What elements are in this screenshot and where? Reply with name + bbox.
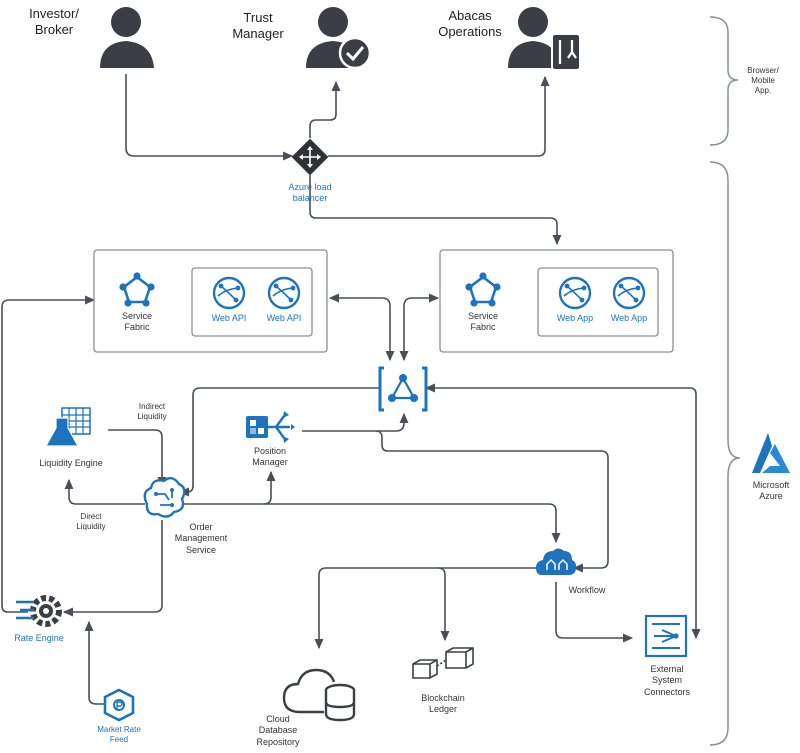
azure-brace xyxy=(709,161,741,746)
edge-feed-to-rate xyxy=(84,620,104,705)
edge-pm-to-hub xyxy=(302,412,409,432)
service-fabric-left-icon xyxy=(119,272,155,307)
service-fabric-right-icon xyxy=(465,272,501,307)
web-app-2-icon xyxy=(612,276,646,310)
edge-oms-to-workflow xyxy=(264,503,561,544)
order-management-icon xyxy=(143,476,186,518)
edge-hub-to-oms xyxy=(178,387,380,497)
edge-oms-to-rate xyxy=(62,520,163,617)
indirect-liquidity-label: Indirect Liquidity xyxy=(137,402,167,421)
cloud-database-icon xyxy=(282,668,356,722)
order-management-label: Order Management Service xyxy=(174,522,228,555)
workflow-icon xyxy=(536,548,577,575)
abacas-ops-label: Abacas Operations xyxy=(438,8,502,40)
blockchain-ledger-label: Blockchain Ledger xyxy=(421,693,465,715)
liquidity-engine-icon xyxy=(44,407,91,447)
client-brace-label: Browser/ Mobile App. xyxy=(747,66,779,95)
abacas-ops-icon xyxy=(508,7,581,71)
microsoft-azure-icon xyxy=(752,433,790,473)
investor-label: Investor/ Broker xyxy=(29,6,79,38)
web-app-1-label: Web App xyxy=(556,313,594,323)
edge-investor-to-lb xyxy=(125,74,294,161)
edge-lb-to-trust xyxy=(309,80,341,138)
workflow-label: Workflow xyxy=(568,585,606,595)
direct-liquidity-label: Direct Liquidity xyxy=(76,512,106,531)
market-rate-feed-icon xyxy=(103,688,135,722)
azure-brace-label: Microsoft Azure xyxy=(752,480,790,502)
edge-rate-to-sf-left xyxy=(1,295,96,613)
trust-manager-label: Trust Manager xyxy=(232,10,284,42)
blockchain-ledger-icon xyxy=(412,647,474,679)
edge-workflow-to-db xyxy=(314,567,538,650)
load-balancer-label: Azure load balancer xyxy=(288,182,332,204)
edge-lb-to-abacas xyxy=(328,75,550,157)
braces xyxy=(709,16,741,746)
edge-workflow-to-chain xyxy=(437,567,450,642)
service-fabric-left-label: Service Fabric xyxy=(121,311,152,333)
rate-engine-label: Rate Engine xyxy=(14,633,64,643)
trust-manager-icon xyxy=(306,7,372,70)
web-app-1-icon xyxy=(558,276,592,310)
web-api-1-icon xyxy=(212,276,246,310)
client-brace xyxy=(709,16,739,146)
web-api-1-label: Web API xyxy=(211,313,247,323)
web-api-2-icon xyxy=(267,276,301,310)
load-balancer-icon xyxy=(291,138,329,176)
edge-pm-to-workflow xyxy=(375,430,609,573)
external-connectors-label: External System Connectors xyxy=(643,664,691,697)
edge-lb-to-sf-right xyxy=(309,175,562,246)
investor-icon xyxy=(100,7,154,68)
rate-engine-icon xyxy=(16,595,62,627)
external-connectors-icon xyxy=(644,614,688,658)
liquidity-engine-label: Liquidity Engine xyxy=(39,458,103,468)
cloud-db-label: Cloud Database Repository xyxy=(256,714,300,747)
edge-sf-right-to-hub xyxy=(399,293,440,362)
market-rate-feed-label: Market Rate Feed xyxy=(97,725,141,744)
connectors xyxy=(1,74,701,705)
edge-direct-liquidity xyxy=(64,478,145,505)
edge-workflow-to-external xyxy=(555,582,634,643)
edge-hub-to-external xyxy=(424,383,701,640)
edge-sf-left-to-hub xyxy=(328,293,395,362)
edge-indirect-liquidity xyxy=(108,429,167,488)
api-hub-icon xyxy=(378,366,428,412)
web-app-2-label: Web App xyxy=(610,313,648,323)
position-manager-label: Position Manager xyxy=(252,446,288,468)
web-api-2-label: Web API xyxy=(266,313,302,323)
position-manager-icon xyxy=(246,411,295,443)
service-fabric-right-label: Service Fabric xyxy=(467,311,498,333)
